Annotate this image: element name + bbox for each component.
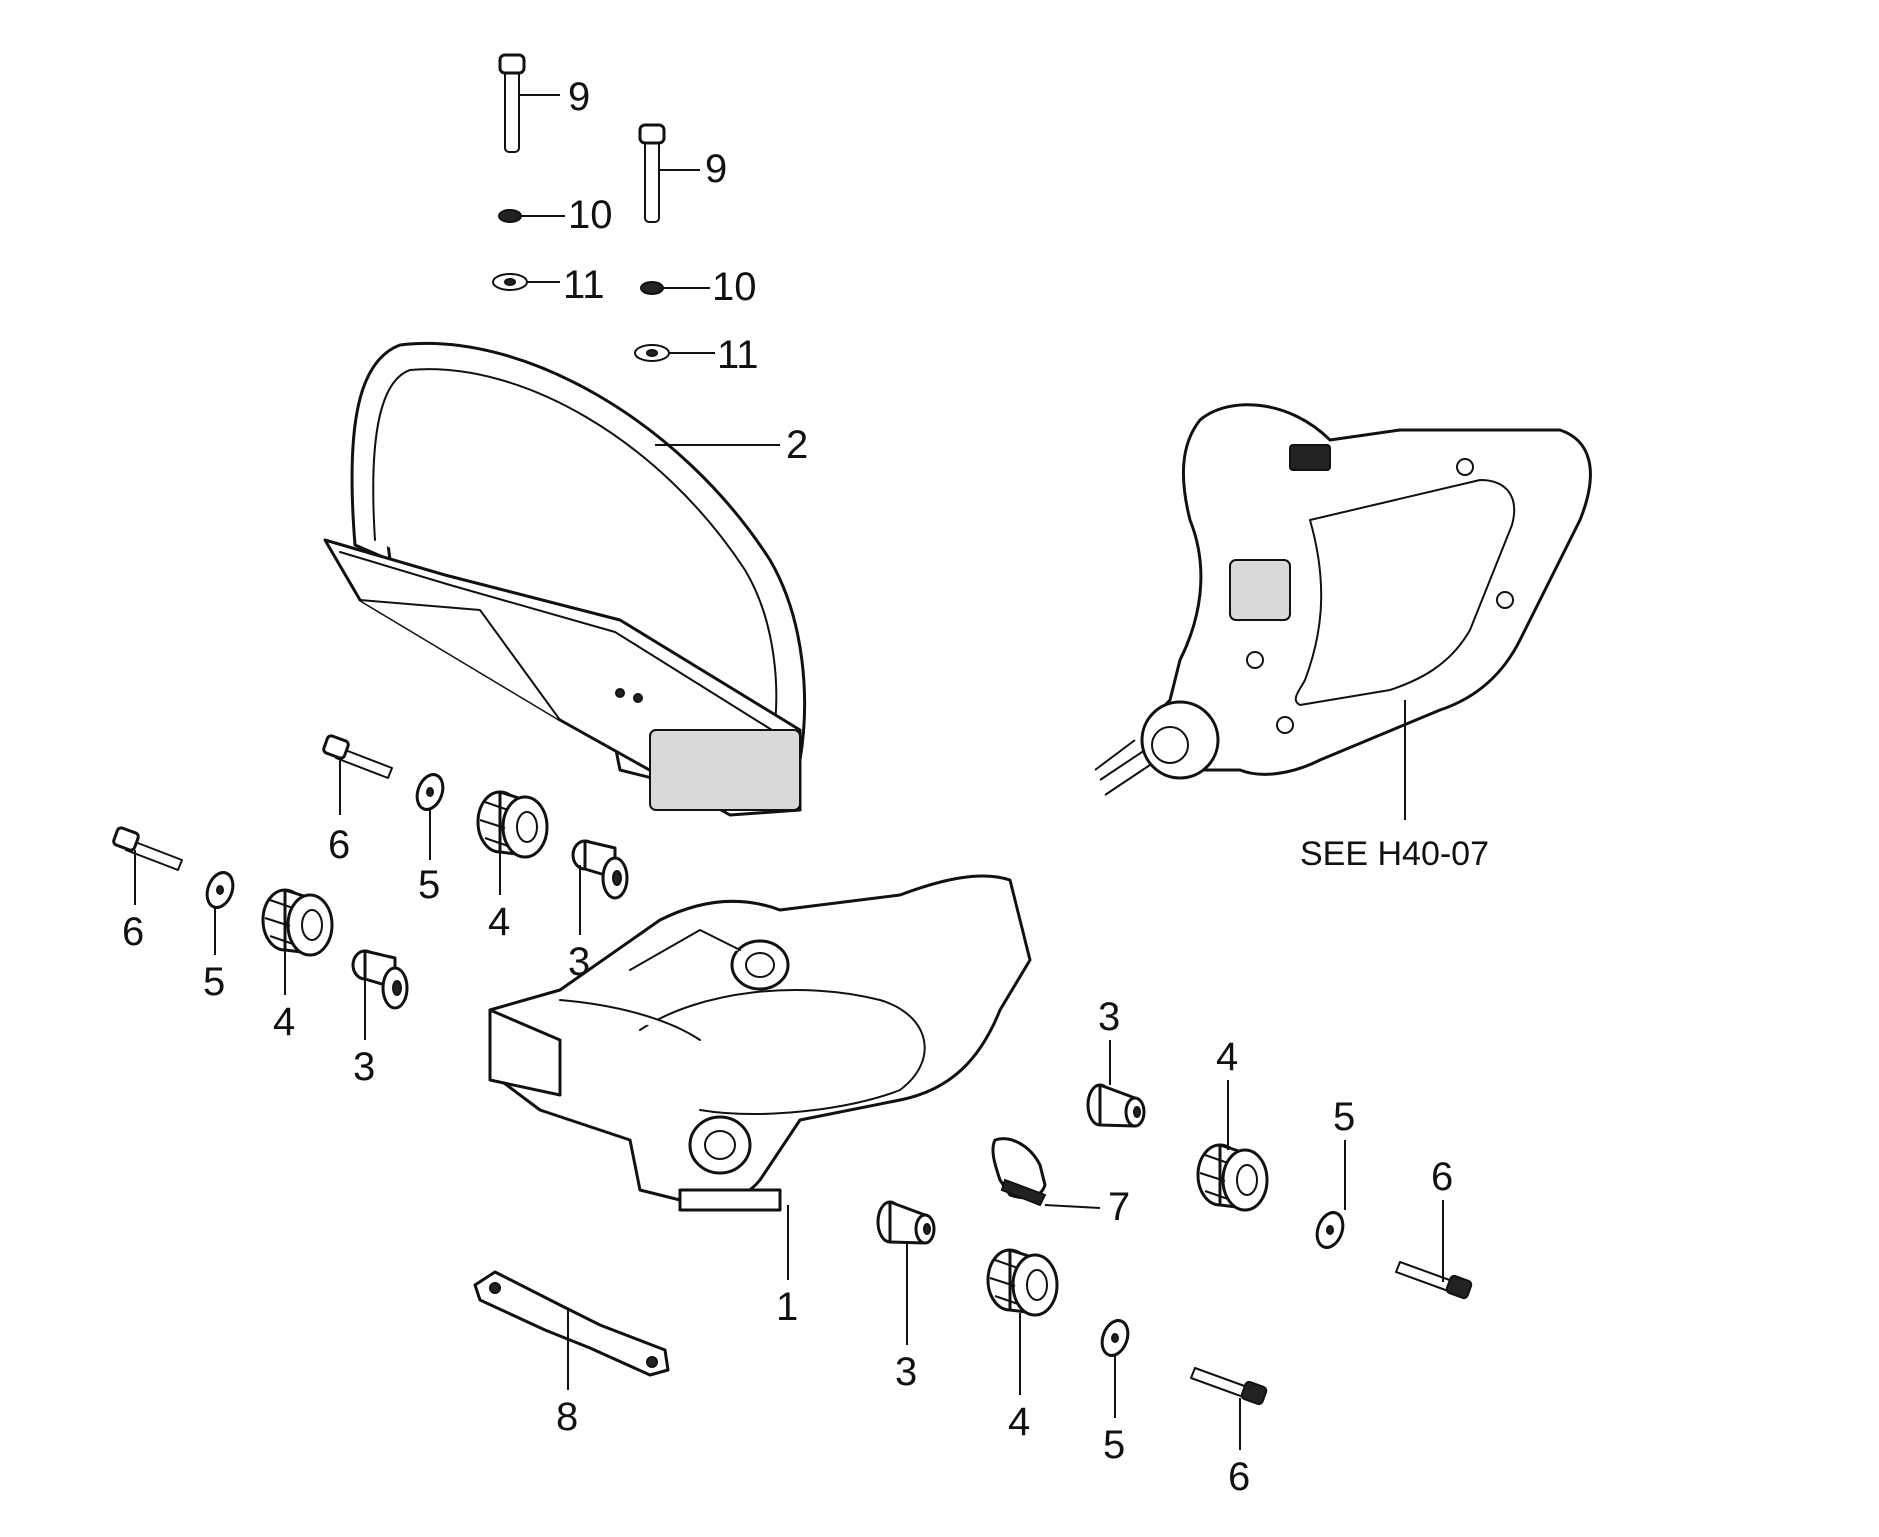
front-handle-bar <box>323 341 807 817</box>
collar-3-upper <box>571 839 629 900</box>
bolt-9-left <box>498 53 526 153</box>
callout-6: 6 <box>1228 1455 1250 1499</box>
callout-11: 11 <box>717 333 759 377</box>
washer-5-right <box>1315 1211 1345 1249</box>
callout-10: 10 <box>568 193 613 237</box>
damper-4-bottom <box>986 1248 1059 1317</box>
callout-6: 6 <box>328 823 350 867</box>
bolt-9-right <box>638 123 666 223</box>
reference-note: SEE H40-07 <box>1300 835 1489 873</box>
callout-9: 9 <box>568 75 590 119</box>
damper-4-lower-left <box>261 888 334 957</box>
callout-3: 3 <box>568 940 590 984</box>
washer-5-upper-left <box>415 773 445 811</box>
callout-5: 5 <box>203 960 225 1004</box>
bolt-6-upper-left <box>322 734 393 779</box>
bolt-6-right <box>1395 1261 1473 1300</box>
collar-3-right <box>1086 1083 1146 1128</box>
washer-5-lower-left <box>205 871 235 909</box>
bolt-6-lower-left <box>112 826 183 871</box>
callout-3: 3 <box>895 1350 917 1394</box>
callout-10: 10 <box>712 265 757 309</box>
callout-11: 11 <box>563 263 605 307</box>
clip <box>991 1137 1047 1207</box>
washer-5-bottom <box>1100 1319 1130 1357</box>
callout-9: 9 <box>705 147 727 191</box>
leader-lines <box>134 94 1444 1450</box>
nut-10-left <box>498 209 522 223</box>
callout-1: 1 <box>776 1285 798 1329</box>
callout-4: 4 <box>488 900 510 944</box>
rear-handle-assembly <box>1094 403 1592 796</box>
damper-4-right <box>1196 1143 1269 1212</box>
collar-3-lower-left <box>351 949 409 1010</box>
washer-11-right <box>634 344 670 362</box>
callout-5: 5 <box>1333 1095 1355 1139</box>
collar-3-bottom <box>876 1200 936 1245</box>
main-frame <box>488 874 1032 1212</box>
callout-labels: 9 9 10 10 11 11 2 6 5 4 3 6 5 4 3 3 4 5 … <box>122 75 1489 1499</box>
callout-6: 6 <box>1431 1155 1453 1199</box>
callout-2: 2 <box>786 423 808 467</box>
callout-4: 4 <box>273 1000 295 1044</box>
bolt-6-bottom <box>1190 1367 1268 1406</box>
callout-4: 4 <box>1216 1035 1238 1079</box>
callout-4: 4 <box>1008 1400 1030 1444</box>
damper-4-upper-left <box>476 790 549 859</box>
washer-11-left <box>492 273 528 291</box>
callout-5: 5 <box>418 863 440 907</box>
nut-10-right <box>640 281 664 295</box>
callout-3: 3 <box>1098 995 1120 1039</box>
callout-8: 8 <box>556 1395 578 1439</box>
bottom-plate <box>473 1270 670 1377</box>
callout-6: 6 <box>122 910 144 954</box>
callout-7: 7 <box>1108 1185 1130 1229</box>
callout-3: 3 <box>353 1045 375 1089</box>
callout-5: 5 <box>1103 1423 1125 1467</box>
